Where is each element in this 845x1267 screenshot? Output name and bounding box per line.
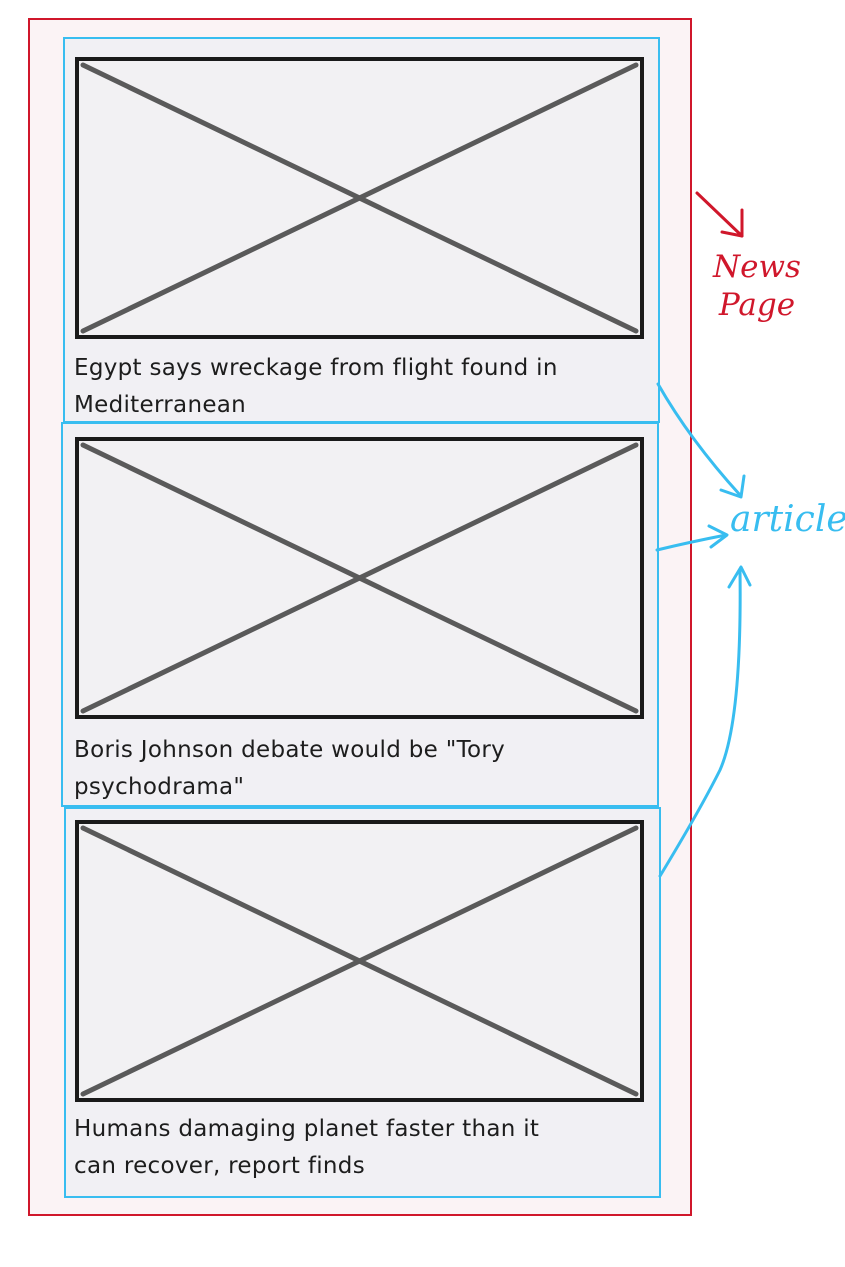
image-placeholder (75, 437, 644, 719)
article-annotation: article (730, 499, 845, 540)
headline-line: Humans damaging planet faster than it (74, 1116, 540, 1142)
news-page-arrow (695, 191, 744, 238)
headline-line: Boris Johnson debate would be "Tory (74, 737, 506, 763)
headline-line: Egypt says wreckage from flight found in (74, 355, 558, 381)
article-3[interactable]: Humans damaging planet faster than it ca… (64, 807, 661, 1198)
article-1[interactable]: Egypt says wreckage from flight found in… (63, 37, 660, 423)
headline-line: can recover, report finds (74, 1153, 365, 1179)
article-2[interactable]: Boris Johnson debate would be "Tory psyc… (61, 422, 659, 807)
image-placeholder (75, 57, 644, 339)
article-headline[interactable]: Boris Johnson debate would be "Tory psyc… (74, 732, 664, 806)
news-page-annotation-line: News (713, 249, 801, 285)
image-placeholder (75, 820, 644, 1102)
image-placeholder-icon (80, 825, 639, 1097)
article-3-arrowhead (727, 565, 752, 589)
article-1-arrowhead (719, 474, 746, 499)
image-placeholder-icon (80, 442, 639, 714)
news-page-annotation-line: Page (718, 287, 796, 323)
article-headline[interactable]: Humans damaging planet faster than it ca… (74, 1111, 664, 1185)
image-placeholder-icon (80, 62, 639, 334)
news-page-annotation: News Page (702, 248, 812, 324)
headline-line: Mediterranean (74, 392, 247, 418)
news-page-arrowhead (720, 208, 744, 238)
article-headline[interactable]: Egypt says wreckage from flight found in… (74, 350, 664, 424)
headline-line: psychodrama" (74, 774, 245, 800)
article-2-arrowhead (707, 524, 729, 549)
news-page-container: Egypt says wreckage from flight found in… (28, 18, 692, 1216)
